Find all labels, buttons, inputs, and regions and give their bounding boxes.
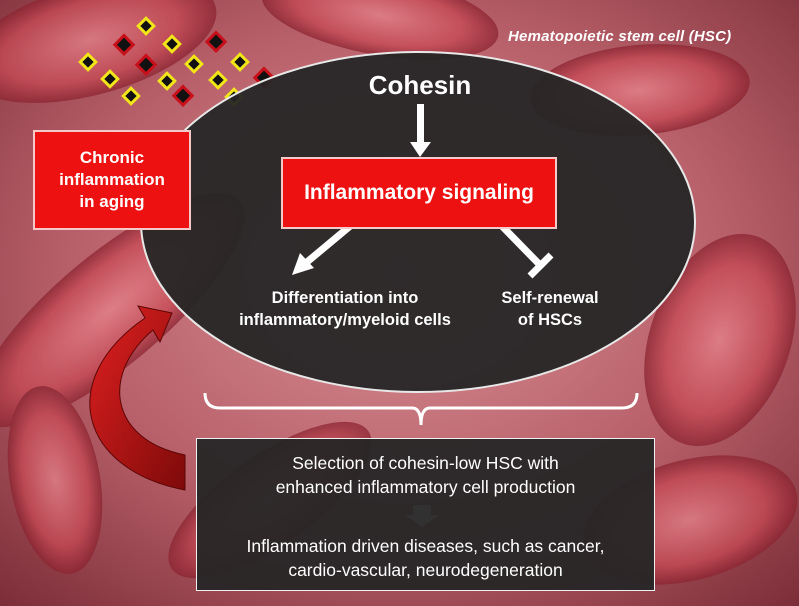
inflammatory-signaling-label: Inflammatory signaling xyxy=(304,181,534,204)
self-renewal-line-2: of HSCs xyxy=(517,311,583,329)
differentiation-outcome: Differentiation into inflammatory/myeloi… xyxy=(200,287,490,331)
diseases-line-1: Inflammation driven diseases, such as ca… xyxy=(246,536,605,556)
diseases-line-2: cardio-vascular, neurodegeneration xyxy=(288,560,563,580)
chronic-inflammation-box: Chronic inflammation in aging xyxy=(33,130,191,230)
chronic-line-3: in aging xyxy=(79,192,145,211)
diseases-text: Inflammation driven diseases, such as ca… xyxy=(197,534,654,582)
cytokine-diamond-icon xyxy=(112,33,136,57)
activation-arrow-icon xyxy=(410,104,431,157)
self-renewal-line-1: Self-renewal xyxy=(501,289,599,307)
differentiation-line-2: inflammatory/myeloid cells xyxy=(239,311,451,329)
self-renewal-outcome: Self-renewal of HSCs xyxy=(470,287,630,331)
hsc-label: Hematopoietic stem cell (HSC) xyxy=(508,28,732,45)
selection-text: Selection of cohesin-low HSC with enhanc… xyxy=(197,451,654,499)
curved-feedback-arrow-icon xyxy=(89,305,186,491)
consequence-box: Selection of cohesin-low HSC with enhanc… xyxy=(196,438,655,591)
chronic-line-1: Chronic xyxy=(79,148,145,167)
selection-line-1: Selection of cohesin-low HSC with xyxy=(292,453,559,473)
inhibition-arrow-icon xyxy=(495,219,554,279)
cohesin-label: Cohesin xyxy=(368,70,472,100)
cytokine-diamond-icon xyxy=(204,30,228,54)
differentiation-line-1: Differentiation into xyxy=(271,289,419,307)
inflammatory-signaling-box: Inflammatory signaling xyxy=(281,157,557,229)
chronic-line-2: inflammation xyxy=(59,170,165,189)
brace-icon xyxy=(203,392,639,426)
selection-line-2: enhanced inflammatory cell production xyxy=(275,477,576,497)
cytokine-diamond-icon xyxy=(166,38,178,50)
cytokine-diamond-icon xyxy=(134,53,158,77)
cytokine-diamond-icon xyxy=(171,84,195,108)
